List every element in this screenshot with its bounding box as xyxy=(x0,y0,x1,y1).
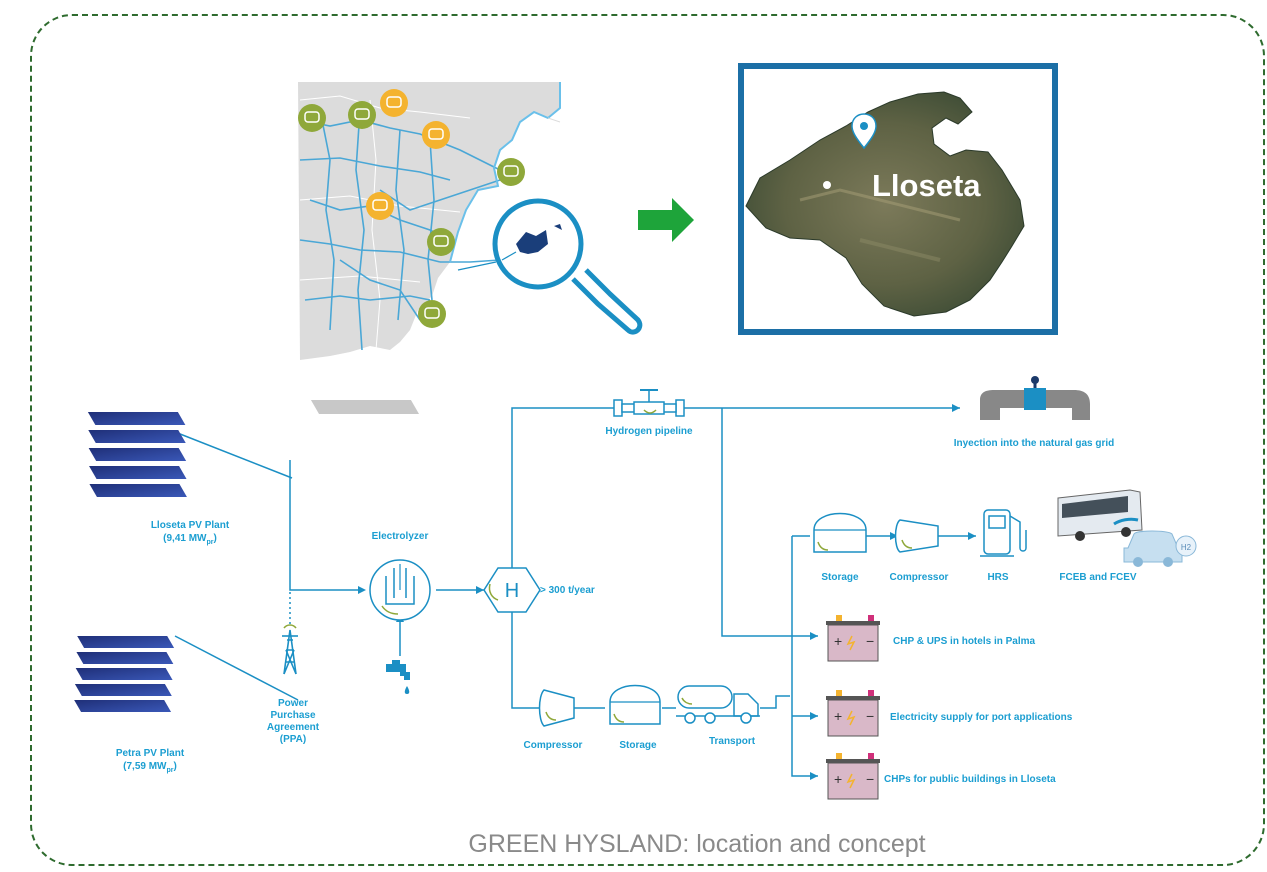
electrolyzer-label: Electrolyzer xyxy=(372,531,429,542)
site-marker-olive xyxy=(298,104,326,132)
town-label: Lloseta xyxy=(872,168,981,203)
fuel-cell-car-icon: H2 xyxy=(1123,530,1197,567)
site-marker-olive xyxy=(418,300,446,328)
storage-tank-icon xyxy=(813,512,867,553)
gas-site-markers xyxy=(298,89,525,328)
svg-text:−: − xyxy=(866,771,874,787)
transport-label: Transport xyxy=(709,736,756,747)
spain-grid-map xyxy=(298,82,561,360)
svg-text:+: + xyxy=(834,633,842,649)
production-label: > 300 t/year xyxy=(540,585,595,596)
storage-top-label: Storage xyxy=(821,572,859,583)
compressor-icon xyxy=(894,519,939,553)
svg-text:−: − xyxy=(866,633,874,649)
mallorca-satellite-map: Lloseta xyxy=(738,63,1058,335)
dashed-frame xyxy=(30,14,1265,866)
ppa-label-2: Purchase xyxy=(270,710,315,721)
power-tower-icon xyxy=(282,624,298,675)
hydrogen-hub-icon: H xyxy=(483,567,541,613)
h2-badge: H2 xyxy=(1181,543,1192,552)
svg-text:+: + xyxy=(834,771,842,787)
compressor-top-label: Compressor xyxy=(890,572,949,583)
site-marker-olive xyxy=(497,158,525,186)
fceb-fcev-label: FCEB and FCEV xyxy=(1059,572,1137,583)
diagram-caption: GREEN HYSLAND: location and concept xyxy=(468,830,925,858)
fuel-pump-icon xyxy=(980,509,1027,557)
battery-icon: + − xyxy=(826,690,880,737)
water-tap-icon xyxy=(386,660,410,694)
storage-tank-icon xyxy=(609,684,661,725)
town-dot xyxy=(823,181,831,189)
svg-text:−: − xyxy=(866,708,874,724)
lloseta-pv-capacity: (9,41 MWpr) xyxy=(163,533,217,546)
location-pin-icon xyxy=(851,113,877,150)
storage-bottom-label: Storage xyxy=(619,740,657,751)
battery-icon: + − xyxy=(826,615,880,662)
injection-label: Inyection into the natural gas grid xyxy=(954,438,1115,449)
lloseta-pv-label: Lloseta PV Plant xyxy=(151,520,230,531)
site-marker-olive xyxy=(348,101,376,129)
petra-pv-label: Petra PV Plant xyxy=(116,748,185,759)
pipeline-valve-icon xyxy=(613,389,685,417)
site-marker-orange xyxy=(380,89,408,117)
gas-grid-pipe-icon xyxy=(980,376,1090,420)
compressor-icon xyxy=(538,689,575,727)
svg-text:+: + xyxy=(834,708,842,724)
port-supply-label: Electricity supply for port applications xyxy=(890,712,1073,723)
ppa-label-1: Power xyxy=(278,698,308,709)
site-marker-olive xyxy=(427,228,455,256)
site-marker-orange xyxy=(422,121,450,149)
battery-icon: + − xyxy=(826,753,880,800)
bus-icon xyxy=(1057,489,1143,541)
hydrogen-symbol: H xyxy=(505,580,519,602)
hydrogen-pipeline-label: Hydrogen pipeline xyxy=(605,426,693,437)
lloseta-pv-panels-icon xyxy=(87,400,420,497)
ppa-label-4: (PPA) xyxy=(280,734,306,745)
petra-pv-capacity: (7,59 MWpr) xyxy=(123,761,177,774)
site-marker-orange xyxy=(366,192,394,220)
ppa-label-3: Agreement xyxy=(267,722,320,733)
chps-public-label: CHPs for public buildings in Lloseta xyxy=(884,774,1056,785)
pipe-network xyxy=(174,404,976,780)
magnifier-icon xyxy=(457,198,643,335)
petra-pv-panels-icon xyxy=(74,636,175,712)
compressor-bottom-label: Compressor xyxy=(524,740,583,751)
chp-ups-label: CHP & UPS in hotels in Palma xyxy=(893,636,1036,647)
tanker-truck-icon xyxy=(676,685,760,724)
electrolyzer-icon xyxy=(369,559,431,621)
hrs-label: HRS xyxy=(987,572,1008,583)
green-arrow-icon xyxy=(638,198,694,242)
